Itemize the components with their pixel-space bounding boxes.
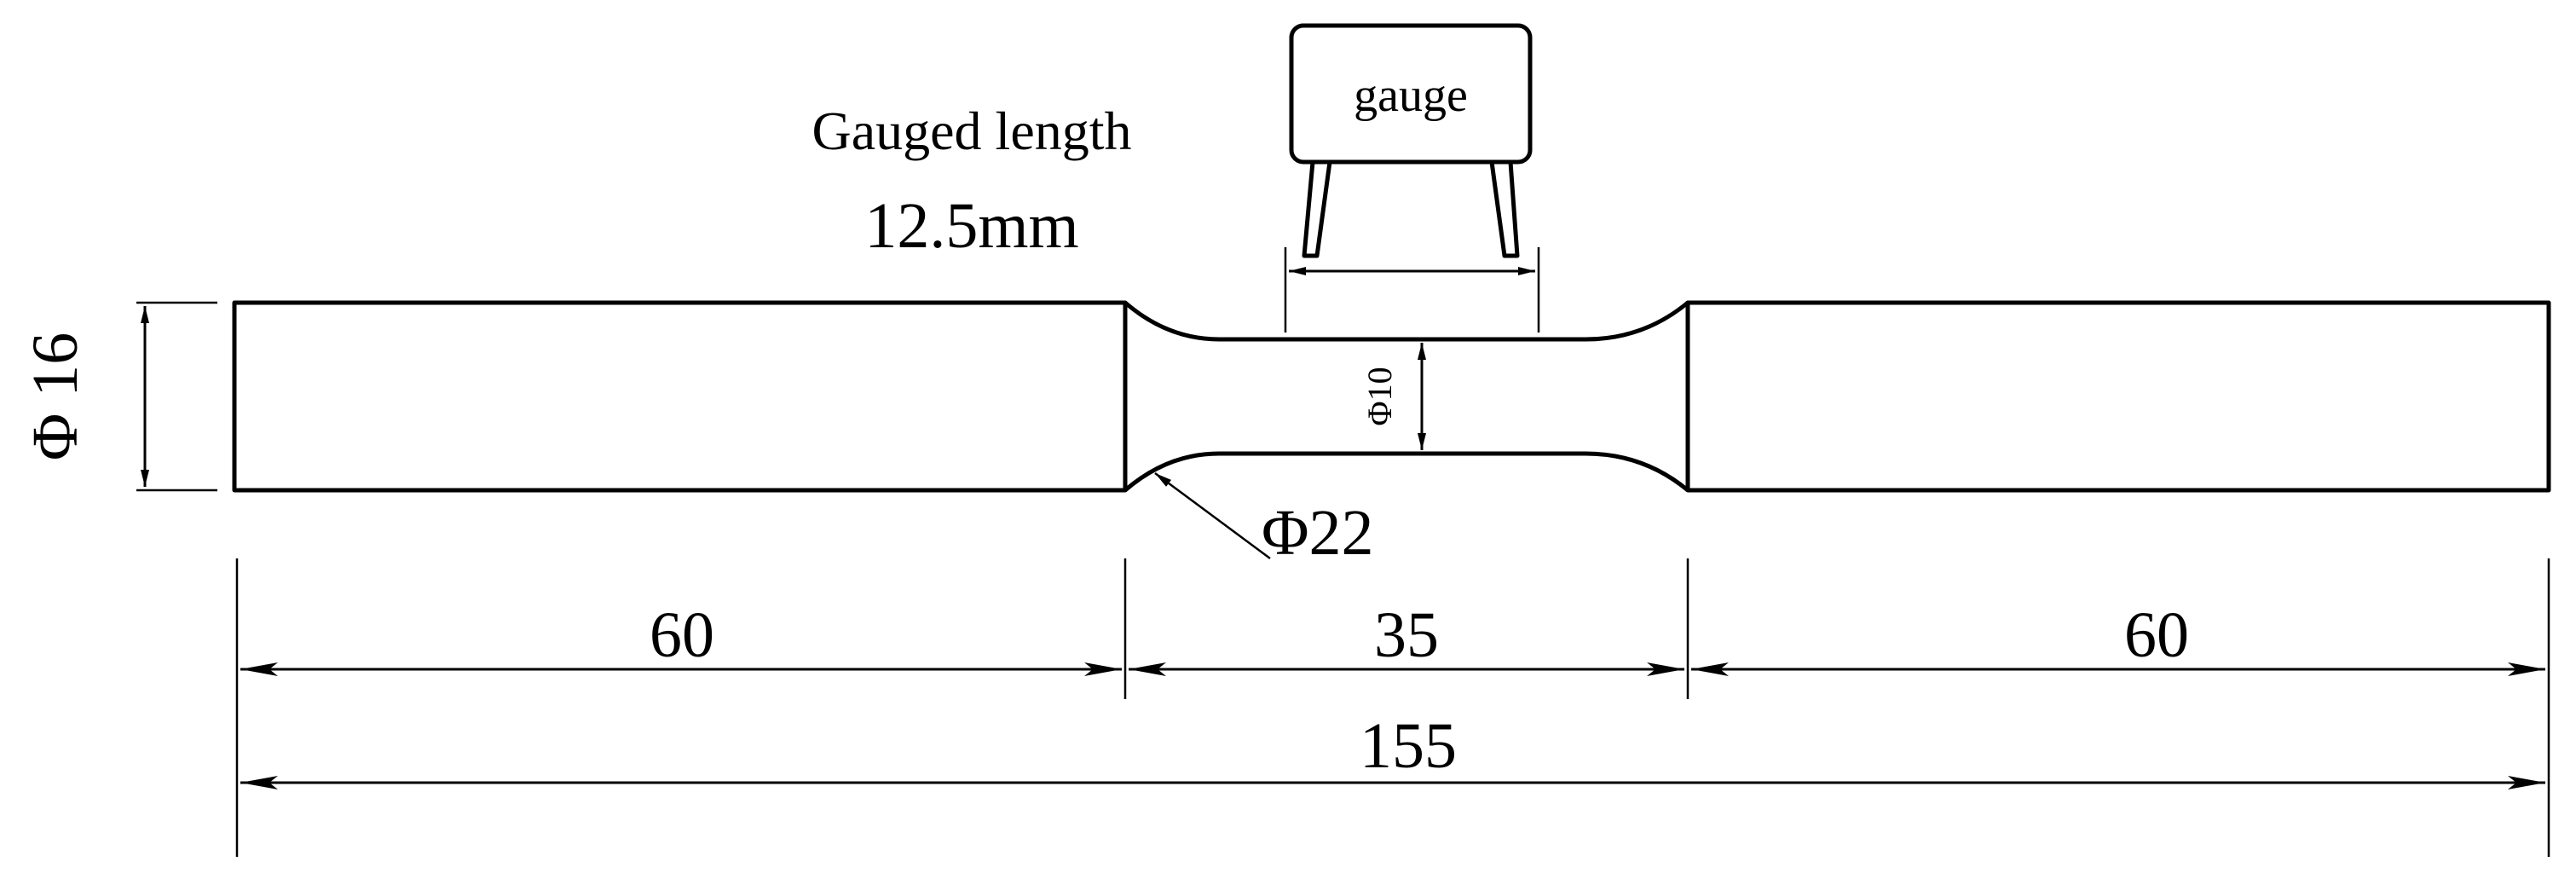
neck-bottom-profile [1123,451,1689,492]
fillet-leader: Φ22 [1154,471,1374,569]
fillet-diameter-label: Φ22 [1262,497,1374,569]
gauge-body [1289,23,1533,165]
left-grip [232,300,1128,493]
strain-gauge: gauge [1284,23,1540,333]
neck-top-profile [1123,301,1689,342]
gauged-length-value: 12.5mm [864,190,1078,262]
gauged-length-title: Gauged length [812,101,1132,161]
right-grip [1685,300,2551,493]
gauge-section-length-label: 35 [1374,599,1439,671]
left-grip-length-label: 60 [650,599,714,671]
specimen-outline [232,300,2551,493]
neck-diameter-label: Φ10 [1360,367,1399,425]
gauge-label: gauge [1354,69,1468,122]
total-length-label: 155 [1360,710,1457,782]
neck-diameter-dimension: Φ10 [1360,343,1426,450]
length-dimensions: 60 35 60 155 [240,599,2545,789]
right-grip-length-label: 60 [2124,599,2189,671]
grip-diameter-dimension: Φ 16 [20,301,217,492]
extension-lines [235,558,2550,857]
grip-diameter-label: Φ 16 [20,333,91,461]
